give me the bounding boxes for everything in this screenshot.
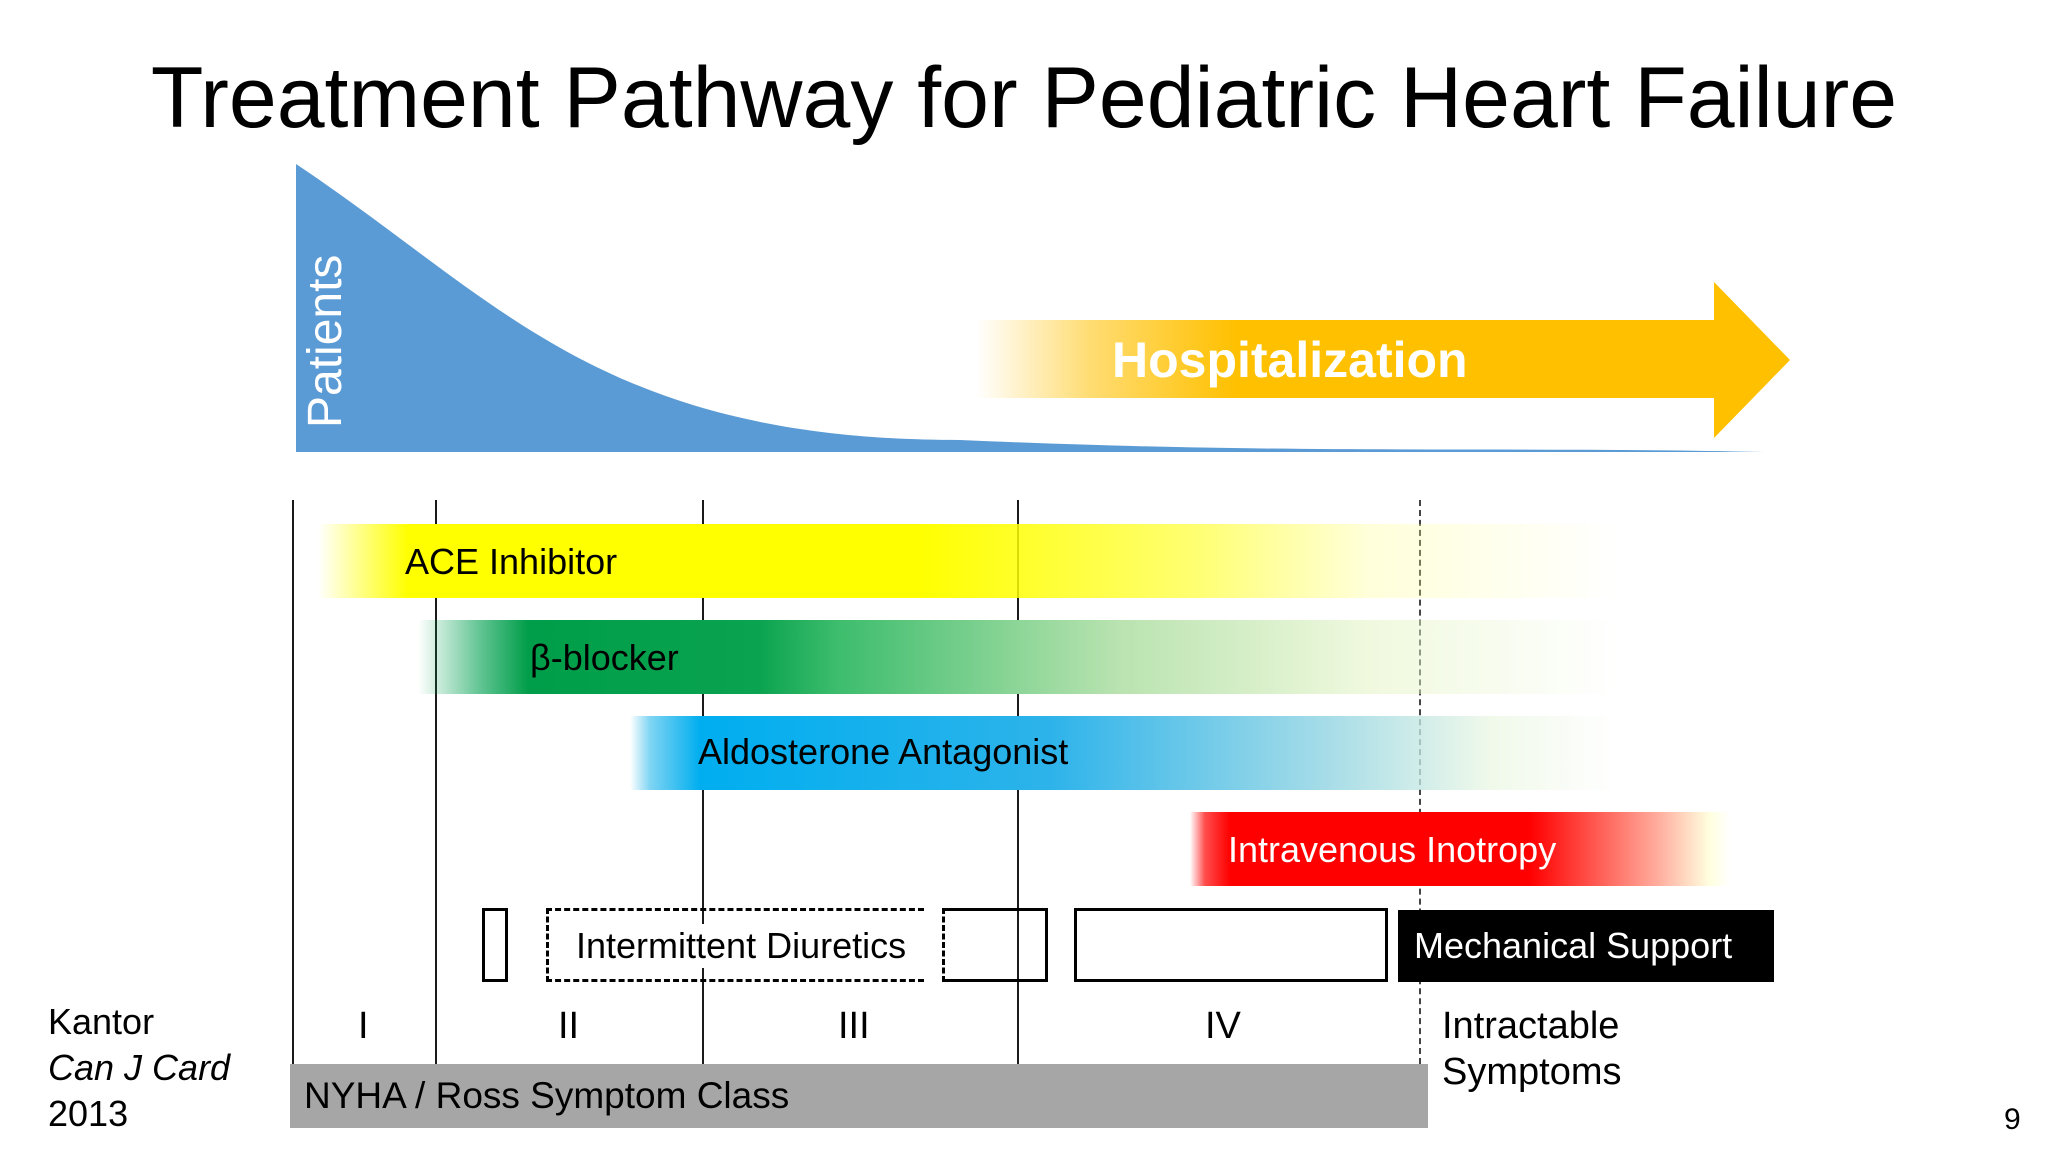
ace-inhibitor-bar <box>318 524 1618 598</box>
class-divider-i-ii <box>435 500 437 1064</box>
intermittent-diuretics-label: Intermittent Diuretics <box>574 924 909 968</box>
ace-inhibitor-label: ACE Inhibitor <box>405 541 618 582</box>
citation-author: Kantor <box>48 1001 155 1042</box>
class-ii-label: II <box>558 1005 580 1047</box>
citation-year: 2013 <box>48 1093 129 1134</box>
class-iii-label: III <box>838 1005 870 1047</box>
class-iv-label: IV <box>1205 1005 1241 1047</box>
intractable-label-line2: Symptoms <box>1442 1051 1622 1093</box>
patients-curve <box>296 164 1764 452</box>
beta-blocker-label: β-blocker <box>530 637 679 678</box>
intractable-label-line1: Intractable <box>1442 1005 1620 1047</box>
citation-journal: Can J Card <box>48 1047 231 1088</box>
diuretics-box <box>482 908 508 982</box>
class-divider-left <box>292 500 294 1064</box>
nyha-class-bar <box>290 1064 1428 1128</box>
intravenous-inotropy-bar <box>1190 812 1730 886</box>
aldosterone-antagonist-bar <box>630 716 1618 790</box>
diuretics-box <box>942 908 1048 982</box>
intravenous-inotropy-label: Intravenous Inotropy <box>1228 829 1557 870</box>
diuretics-dashed-box <box>546 908 924 982</box>
mechanical-support-box <box>1398 910 1774 982</box>
slide-title: Treatment Pathway for Pediatric Heart Fa… <box>150 50 1898 146</box>
aldosterone-antagonist-label: Aldosterone Antagonist <box>698 731 1069 772</box>
beta-blocker-bar <box>418 620 1618 694</box>
class-i-label: I <box>358 1005 369 1047</box>
mechanical-support-label: Mechanical Support <box>1414 925 1733 966</box>
hospitalization-label: Hospitalization <box>1112 332 1468 388</box>
patients-label: Patients <box>299 254 352 428</box>
hospitalization-arrow <box>976 282 1790 438</box>
diuretics-box <box>1074 908 1388 982</box>
page-number: 9 <box>2004 1103 2021 1136</box>
nyha-class-label: NYHA / Ross Symptom Class <box>304 1075 790 1116</box>
